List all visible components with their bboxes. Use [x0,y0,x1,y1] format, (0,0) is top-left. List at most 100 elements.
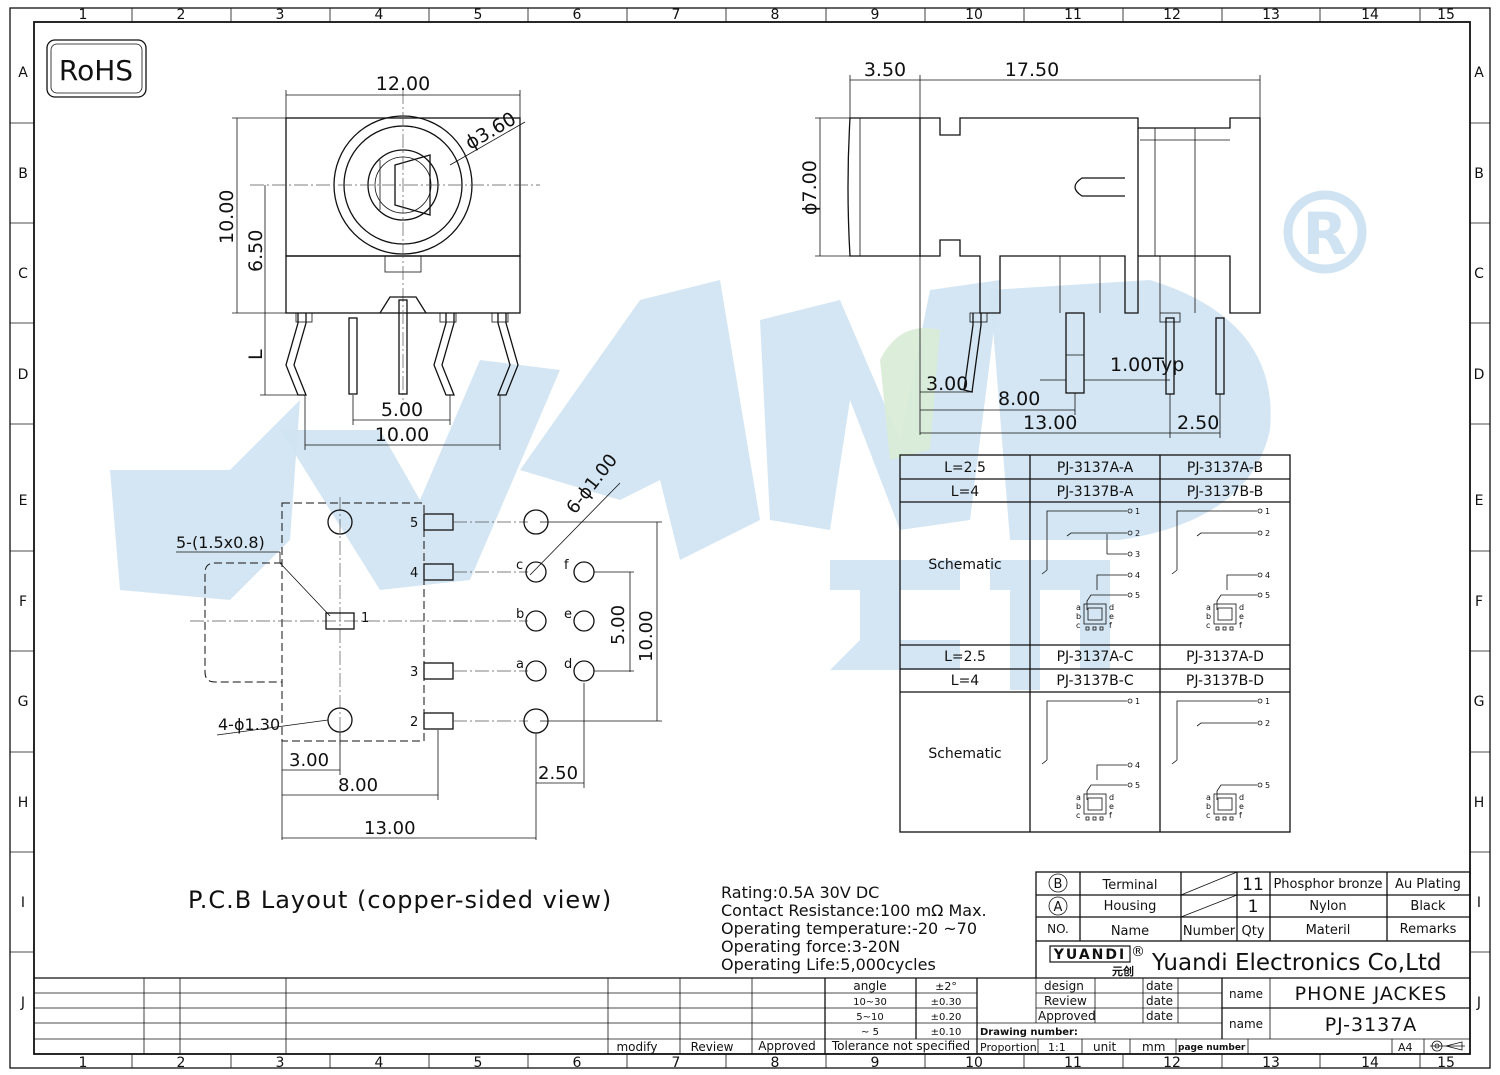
bom-remarks-housing: Black [1410,899,1446,914]
tb-drawing-number: Drawing number: [980,1027,1078,1038]
pcb-dim-300: 3.00 [289,750,329,771]
side-body-dim: 17.50 [1005,59,1059,81]
svg-text:4: 4 [1135,761,1140,770]
bom-header-remarks: Remarks [1400,922,1457,937]
pin-number: 3 [410,665,418,680]
bom-header-material: Materil [1306,923,1351,938]
col-marker-top: 4 [375,7,384,23]
bom-name-terminal: Terminal [1102,878,1158,893]
svg-text:4: 4 [1135,571,1140,580]
row-marker-right: E [1475,493,1484,509]
svg-text:c: c [1206,621,1210,630]
col-marker-bottom: 4 [375,1055,384,1071]
tb-date-3: date [1146,1009,1173,1023]
svg-text:5: 5 [1135,591,1140,600]
svg-text:d: d [1109,603,1114,612]
svg-text:a: a [1076,793,1081,802]
col-marker-top: 7 [672,7,681,23]
pcb-hole [525,610,547,632]
variant-r0-c0: L=2.5 [944,460,986,476]
pcb-dim-1000: 10.00 [636,610,657,662]
svg-text:f: f [1239,811,1242,820]
svg-text:d: d [1239,793,1244,802]
spec-line: Rating:0.5A 30V DC [721,883,879,902]
hole-letter: f [564,558,569,573]
bom-qty-housing: 1 [1248,897,1259,917]
svg-text:a: a [1076,603,1081,612]
side-diameter-dim: ϕ7.00 [799,160,821,215]
row-marker-right: I [1477,895,1481,911]
svg-text:2: 2 [1135,529,1140,538]
schematic-label-1: Schematic [928,557,1001,573]
pin-pad [423,662,454,680]
row-marker-left: B [18,166,28,182]
col-marker-top: 14 [1361,7,1379,23]
col-marker-bottom: 2 [177,1055,186,1071]
rev-review: Review [691,1040,734,1054]
row-marker-left: A [18,65,28,81]
front-hole-dim: ϕ3.60 [462,108,520,154]
col-marker-bottom: 10 [965,1055,983,1071]
svg-text:b: b [1076,802,1081,811]
bom-material-terminal: Phosphor bronze [1273,877,1382,892]
col-marker-bottom: 9 [871,1055,880,1071]
col-marker-bottom: 15 [1437,1055,1455,1071]
bom-no-a: A [1054,900,1063,915]
svg-text:b: b [1076,612,1081,621]
pcb-hole [573,610,595,632]
tol-angle-value: ±2° [935,980,957,993]
pad-size-label: 5-(1.5x0.8) [176,533,265,552]
svg-text:4: 4 [1265,571,1270,580]
col-marker-bottom: 1 [79,1055,88,1071]
variant-r1-c0: L=4 [951,484,980,500]
svg-text:a: a [1206,603,1211,612]
svg-text:b: b [1206,802,1211,811]
svg-text:5: 5 [1135,781,1140,790]
pin-number: 2 [410,715,418,730]
svg-text:c: c [1206,811,1210,820]
row-marker-left: I [21,895,25,911]
variant-r3-c2: PJ-3137B-D [1186,673,1264,689]
row-marker-right: H [1474,795,1485,811]
tol-r3-label: ~ 5 [861,1027,879,1038]
row-marker-left: H [18,795,29,811]
tol-angle-label: angle [853,979,886,993]
col-marker-top: 6 [573,7,582,23]
tb-name-label-1: name [1229,987,1263,1001]
variant-r2-c0: L=2.5 [944,649,986,665]
variant-r0-c1: PJ-3137A-A [1057,460,1134,476]
svg-text:3: 3 [1135,550,1140,559]
svg-text:e: e [1239,612,1244,621]
row-marker-right: F [1475,594,1483,610]
tb-size: A4 [1398,1041,1413,1054]
svg-text:e: e [1109,802,1114,811]
bom-material-housing: Nylon [1309,899,1346,914]
svg-text:f: f [1109,621,1112,630]
tb-date-1: date [1146,979,1173,993]
svg-text:d: d [1109,793,1114,802]
bom-header-number: Number [1183,924,1236,939]
rev-modify: modify [616,1040,657,1054]
variant-r1-c1: PJ-3137B-A [1057,484,1134,500]
col-marker-bottom: 6 [573,1055,582,1071]
col-marker-top: 11 [1064,7,1082,23]
col-marker-top: 15 [1437,7,1455,23]
tol-r2-value: ±0.20 [931,1012,962,1023]
tb-date-2: date [1146,994,1173,1008]
rohs-badge: RoHS [46,39,147,98]
svg-text:5: 5 [1265,591,1270,600]
svg-text:c: c [1076,621,1080,630]
bom-header-qty: Qty [1241,924,1264,939]
variant-r0-c2: PJ-3137A-B [1187,460,1263,476]
variant-r3-c1: PJ-3137B-C [1056,673,1133,689]
variant-r3-c0: L=4 [951,673,980,689]
svg-text:1: 1 [1135,697,1140,706]
